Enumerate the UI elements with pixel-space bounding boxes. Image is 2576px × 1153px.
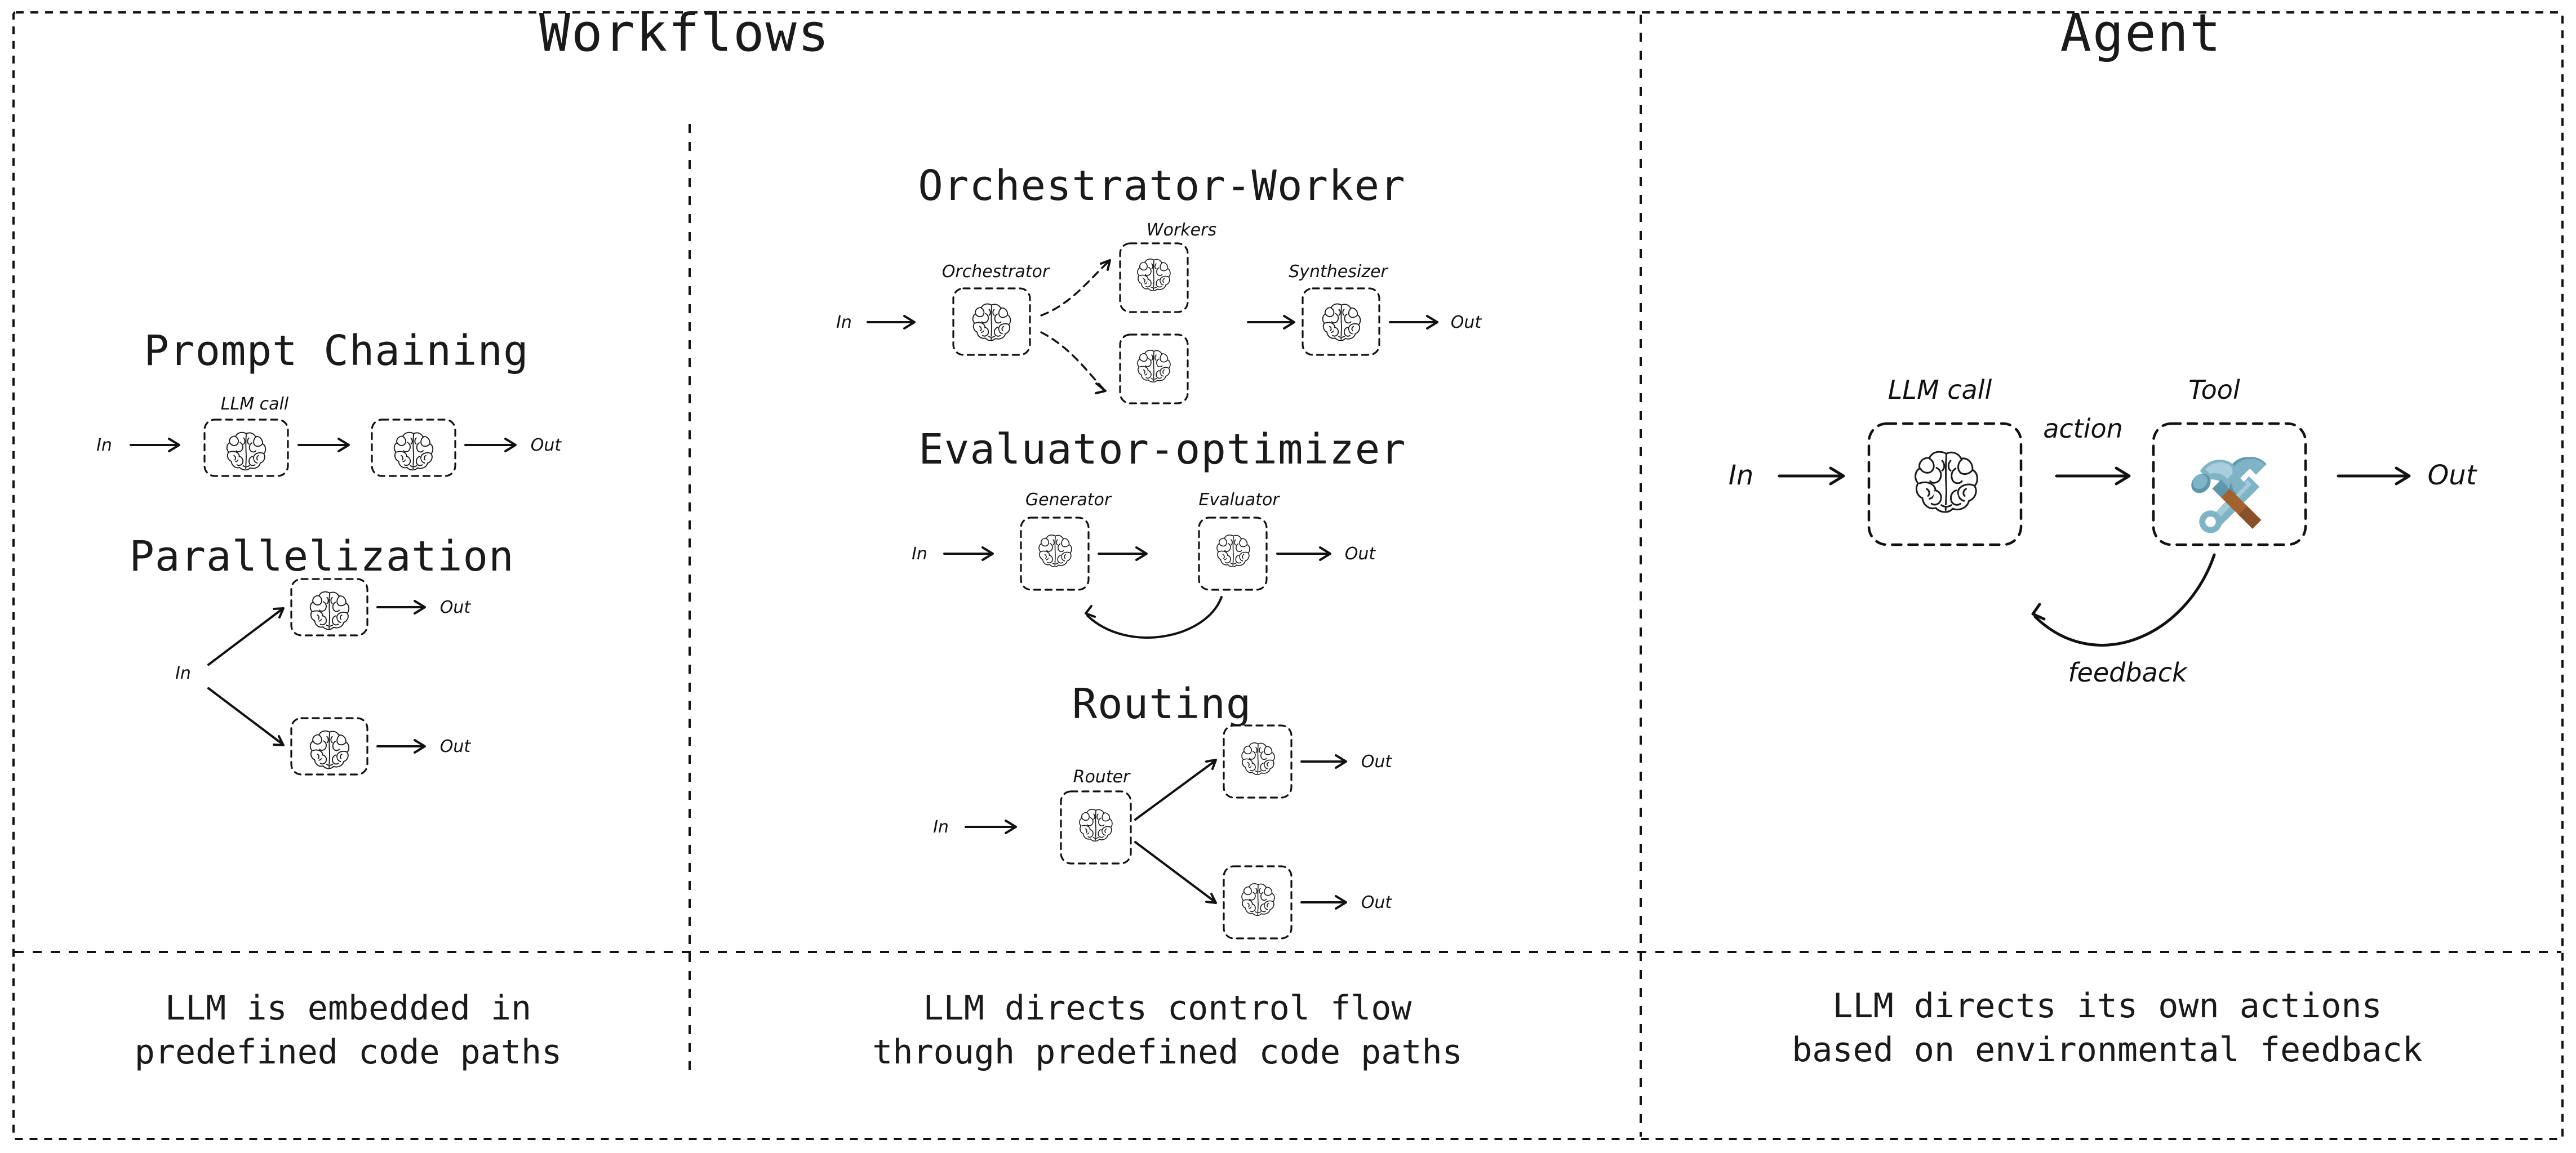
- evaluator-optimizer-title: Evaluator-optimizer: [918, 425, 1406, 474]
- routing-out-top-label: Out: [1361, 752, 1393, 772]
- arrow-router-to-branch-top: [1205, 759, 1217, 770]
- synthesizer-label: Synthesizer: [1289, 262, 1388, 282]
- section-prompt-chaining: Prompt Chaining LLM call In Out: [96, 327, 562, 477]
- routing-in-label: In: [933, 817, 949, 837]
- arrow-router-to-branch-bottom: [1205, 893, 1217, 904]
- brain-icon: [309, 730, 350, 769]
- agent-out-label: Out: [2427, 460, 2477, 491]
- arrow-in-to-router: [1005, 820, 1017, 834]
- arrow-in-to-branch-bottom: [273, 735, 285, 746]
- parallelization-out-top-label: Out: [440, 598, 472, 617]
- brain-icon: [1038, 535, 1072, 568]
- routing-title: Routing: [1072, 680, 1252, 728]
- routing-out-bottom-label: Out: [1361, 893, 1393, 912]
- orchestrator-label: Orchestrator: [942, 262, 1050, 282]
- arrow-orchestrator-to-worker-bottom: [1095, 382, 1107, 394]
- brain-icon: [1216, 535, 1250, 568]
- arrow-evaluator-to-out: [1319, 546, 1331, 561]
- section-orchestrator-worker: Orchestrator-Worker Workers Orchestrator…: [836, 162, 1482, 404]
- arrow-in-to-branch-top: [273, 607, 285, 618]
- agent-in-label: In: [1729, 460, 1754, 491]
- generator-label: Generator: [1025, 490, 1112, 510]
- section-parallelization: Parallelization In Out Out: [129, 532, 514, 776]
- brain-icon: [1137, 350, 1171, 383]
- column-title-agent: Agent: [2060, 3, 2222, 63]
- arrow-workers-to-synthesizer: [1283, 315, 1295, 330]
- brain-icon: [393, 431, 434, 471]
- arrow-agent-feedback: [2031, 603, 2046, 621]
- agent-action-label: action: [2043, 413, 2123, 444]
- arrow-orchestrator-to-worker-top: [1100, 259, 1111, 271]
- router-label: Router: [1073, 767, 1131, 787]
- agent-llm-call-label: LLM call: [1888, 375, 1992, 405]
- arrow-agent-tool-to-out: [2395, 466, 2411, 486]
- arrow-generator-to-evaluator: [1135, 546, 1148, 561]
- agent-tool-label: Tool: [2188, 375, 2240, 405]
- parallelization-title: Parallelization: [129, 532, 514, 581]
- arrow-in-to-generator: [981, 546, 994, 561]
- orchestrator-in-label: In: [836, 313, 852, 332]
- caption-row: LLM is embedded in predefined code paths…: [135, 986, 2423, 1072]
- caption-left-line2: predefined code paths: [135, 1032, 562, 1072]
- arrow-agent-in-to-llm: [1829, 466, 1845, 486]
- evaluator-out-label: Out: [1345, 544, 1376, 564]
- arrow-agent-llm-to-tool: [2115, 466, 2131, 486]
- agent-feedback-curve: [2033, 553, 2216, 647]
- orchestrator-worker-title: Orchestrator-Worker: [918, 162, 1405, 210]
- arrow-synthesizer-to-out: [1426, 315, 1438, 330]
- llm-call-label: LLM call: [221, 394, 289, 414]
- brain-icon: [226, 431, 267, 471]
- brain-icon: [1137, 259, 1171, 292]
- arrow-llm2-to-out: [504, 438, 517, 452]
- caption-right-line1: LLM directs its own actions: [1832, 986, 2382, 1026]
- agent-feedback-label: feedback: [2068, 657, 2188, 688]
- column-title-workflows: Workflows: [539, 3, 830, 63]
- caption-right-line2: based on environmental feedback: [1792, 1030, 2423, 1070]
- arrow-branch-top-to-out: [1335, 754, 1347, 769]
- brain-icon: [1241, 742, 1275, 776]
- prompt-chaining-in-label: In: [96, 435, 112, 455]
- brain-icon: [972, 303, 1011, 341]
- arrow-llm1-to-llm2: [337, 438, 350, 452]
- caption-middle-line1: LLM directs control flow: [923, 989, 1413, 1028]
- outer-frame: [12, 11, 2564, 1140]
- parallelization-in-label: In: [175, 664, 191, 683]
- prompt-chaining-out-label: Out: [531, 435, 562, 455]
- prompt-chaining-title: Prompt Chaining: [144, 327, 528, 375]
- workers-label: Workers: [1147, 220, 1216, 240]
- brain-icon: [1322, 303, 1361, 341]
- caption-left-line1: LLM is embedded in: [165, 989, 531, 1028]
- arrow-in-to-llm1: [168, 438, 180, 452]
- evaluator-label: Evaluator: [1198, 490, 1280, 510]
- caption-middle-line2: through predefined code paths: [872, 1032, 1463, 1072]
- arrow-branch-bottom-to-out: [1335, 895, 1347, 910]
- brain-icon: [309, 591, 350, 630]
- evaluator-in-label: In: [912, 544, 927, 564]
- brain-icon: [1241, 883, 1275, 916]
- arrow-in-to-orchestrator: [903, 315, 916, 330]
- arrow-branch-top-to-out: [414, 600, 426, 615]
- brain-icon: [1915, 451, 1978, 513]
- evaluator-feedback-curve: [1086, 596, 1223, 639]
- section-evaluator-optimizer: Evaluator-optimizer Generator Evaluator …: [912, 425, 1406, 639]
- arrow-branch-bottom-to-out: [414, 739, 426, 754]
- brain-icon: [1079, 809, 1113, 842]
- section-routing: Routing Router In Out: [933, 680, 1393, 940]
- orchestrator-out-label: Out: [1451, 313, 1482, 332]
- section-agent: LLM call Tool action In Out: [1729, 375, 2478, 688]
- parallelization-out-bottom-label: Out: [440, 737, 472, 756]
- arrow-evaluator-feedback: [1085, 605, 1096, 618]
